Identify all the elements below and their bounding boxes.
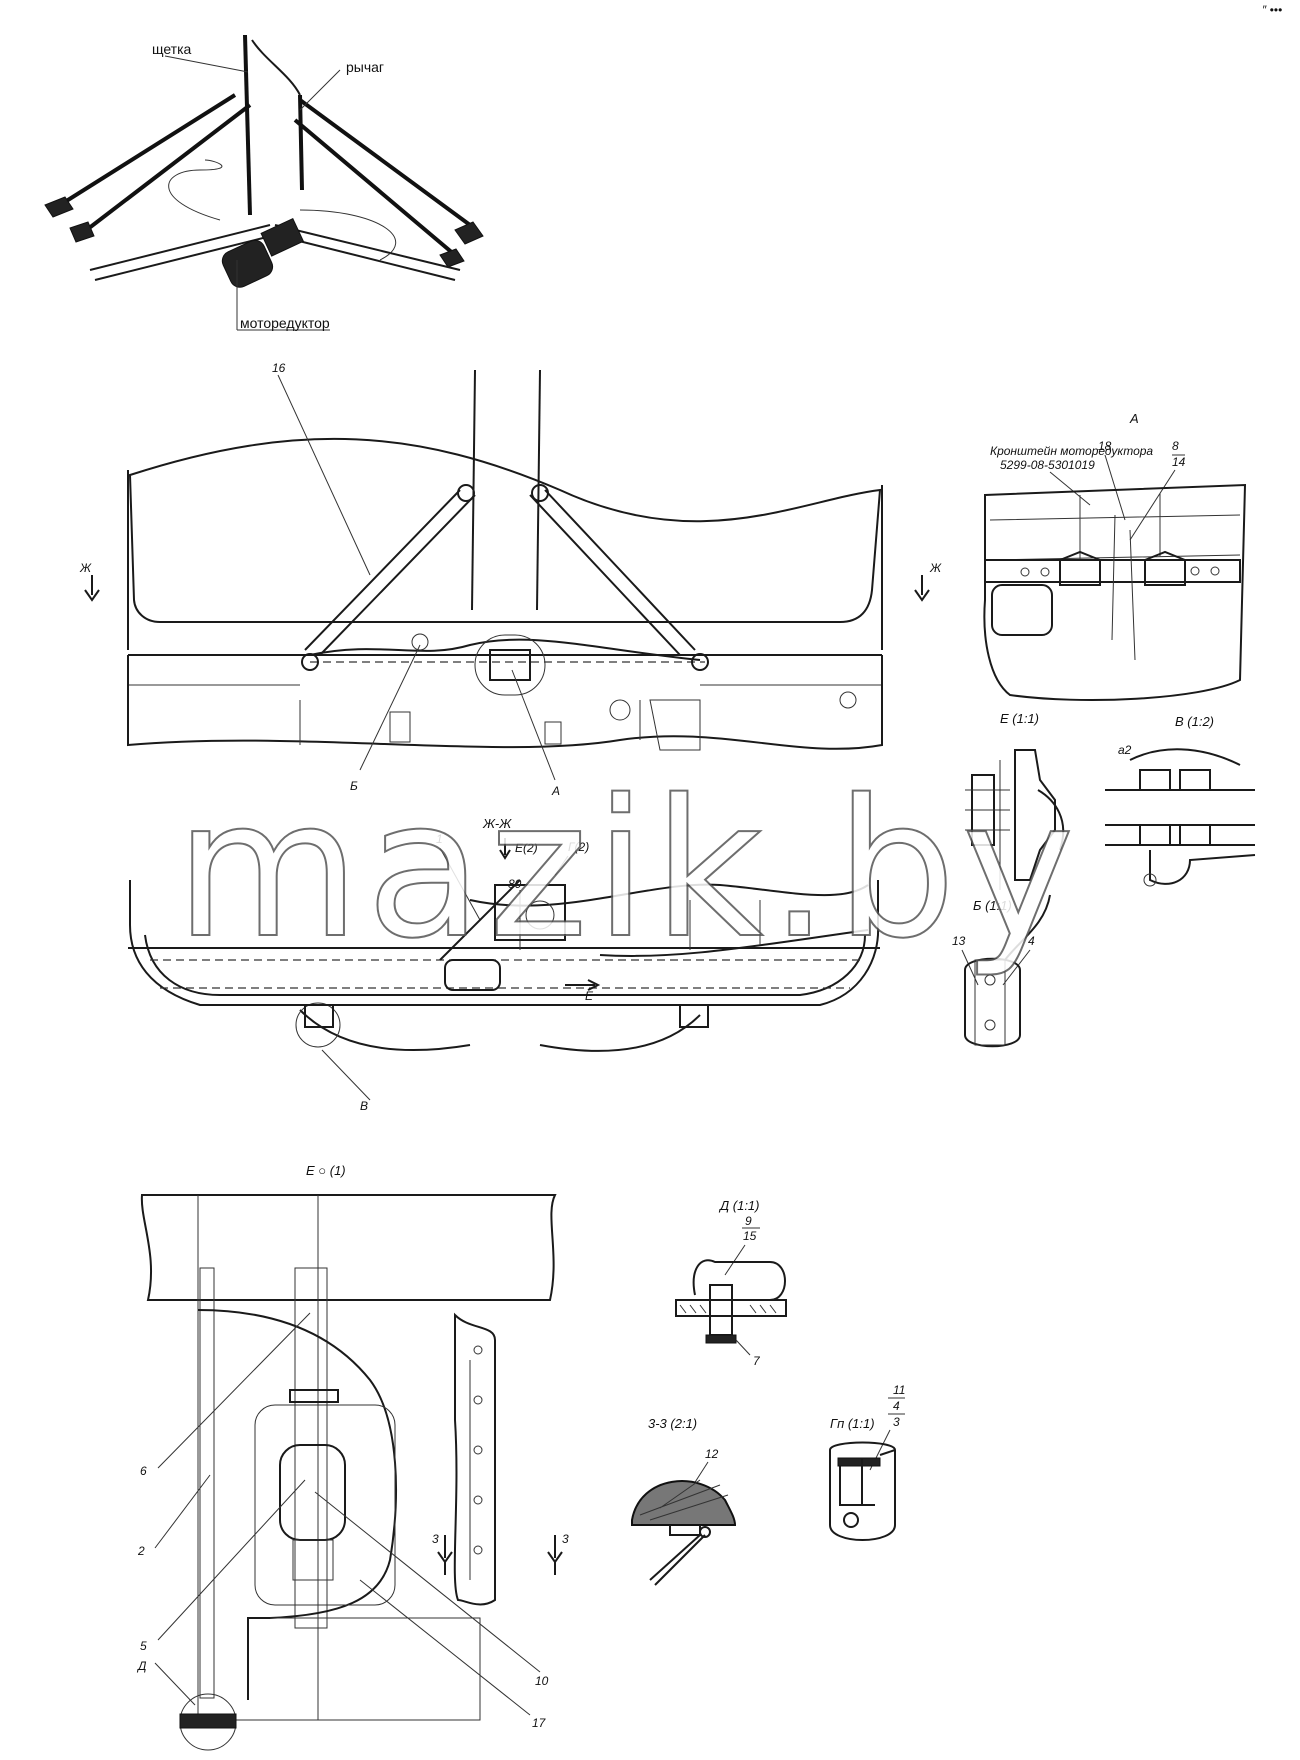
detail-gp-title: Гп (1:1) (830, 1416, 875, 1431)
wiper-photo: щетка рычаг моторедуктор (44, 34, 484, 331)
detail-gp-4: 4 (893, 1399, 900, 1413)
section-g2: Г(2) (568, 840, 589, 854)
view-e-10: 10 (535, 1674, 549, 1688)
detail-d-title: Д (1:1) (718, 1198, 760, 1213)
section-title: Ж-Ж (482, 816, 512, 831)
view-e-5: 5 (140, 1639, 147, 1653)
lever-label: рычаг (346, 59, 384, 75)
detail-d: Д (1:1) 9 15 7 (675, 1198, 787, 1368)
view-e-d: Д (136, 1659, 147, 1673)
detail-a-8: 8 (1172, 439, 1179, 453)
main-front-view: 16 Б А Ж Ж (79, 361, 942, 798)
section-mark-right: Ж (929, 561, 942, 575)
detail-d-9: 9 (745, 1214, 752, 1228)
section-3-title: 3-3 (2:1) (648, 1416, 697, 1431)
view-e-3b: 3 (562, 1532, 569, 1546)
callout-16: 16 (272, 361, 286, 375)
watermark: mazik.by (175, 759, 1081, 980)
detail-a-title: А (1129, 411, 1139, 426)
view-e-17: 17 (532, 1716, 547, 1730)
section-v: В (360, 1099, 368, 1113)
view-e-title: Е ○ (1) (306, 1163, 346, 1178)
detail-e-title: Е (1:1) (1000, 711, 1039, 726)
detail-v-title: В (1:2) (1175, 714, 1214, 729)
detail-d-15: 15 (743, 1229, 757, 1243)
detail-a-bracket-line2: 5299-08-5301019 (1000, 458, 1095, 472)
section-3-3: 3-3 (2:1) 12 (631, 1416, 737, 1586)
detail-gp-11: 11 (893, 1383, 905, 1397)
section-3-12: 12 (705, 1447, 719, 1461)
callout-b: Б (350, 779, 358, 793)
view-e-circle: Е ○ (1) 6 2 5 Д 10 17 (136, 1163, 569, 1751)
detail-a-18: 18 (1098, 439, 1112, 453)
detail-a-bracket-line1: Кронштейн моторедуктора (990, 444, 1153, 458)
brush-label: щетка (152, 41, 192, 57)
detail-v: В (1:2) а2 (1105, 714, 1256, 887)
detail-b-13: 13 (952, 934, 966, 948)
corner-mark: ″ ••• (1262, 3, 1282, 17)
section-x-x: Ж-Ж 1 Е(2) Г(2) 80 Е В (128, 816, 880, 1113)
section-1: 1 (436, 832, 443, 846)
view-e-6: 6 (140, 1464, 147, 1478)
detail-d-7: 7 (753, 1354, 761, 1368)
section-e2: Е(2) (515, 841, 538, 855)
detail-b-4: 4 (1028, 934, 1035, 948)
detail-v-a2: а2 (1118, 743, 1132, 757)
detail-gp: Гп (1:1) 11 4 3 (829, 1383, 905, 1541)
view-e-2: 2 (137, 1544, 145, 1558)
detail-a-14: 14 (1172, 455, 1186, 469)
motor-label: моторедуктор (240, 315, 330, 331)
section-mark-left: Ж (79, 561, 92, 575)
section-e: Е (585, 989, 594, 1003)
detail-e: Е (1:1) (965, 711, 1065, 890)
detail-b: Б (1:1) 13 4 (952, 894, 1051, 1048)
detail-gp-3: 3 (893, 1415, 900, 1429)
callout-a: А (551, 784, 560, 798)
detail-b-title: Б (1:1) (973, 898, 1012, 913)
view-e-3a: 3 (432, 1532, 439, 1546)
detail-a: А Кронштейн моторедуктора 5299-08-530101… (983, 411, 1247, 701)
